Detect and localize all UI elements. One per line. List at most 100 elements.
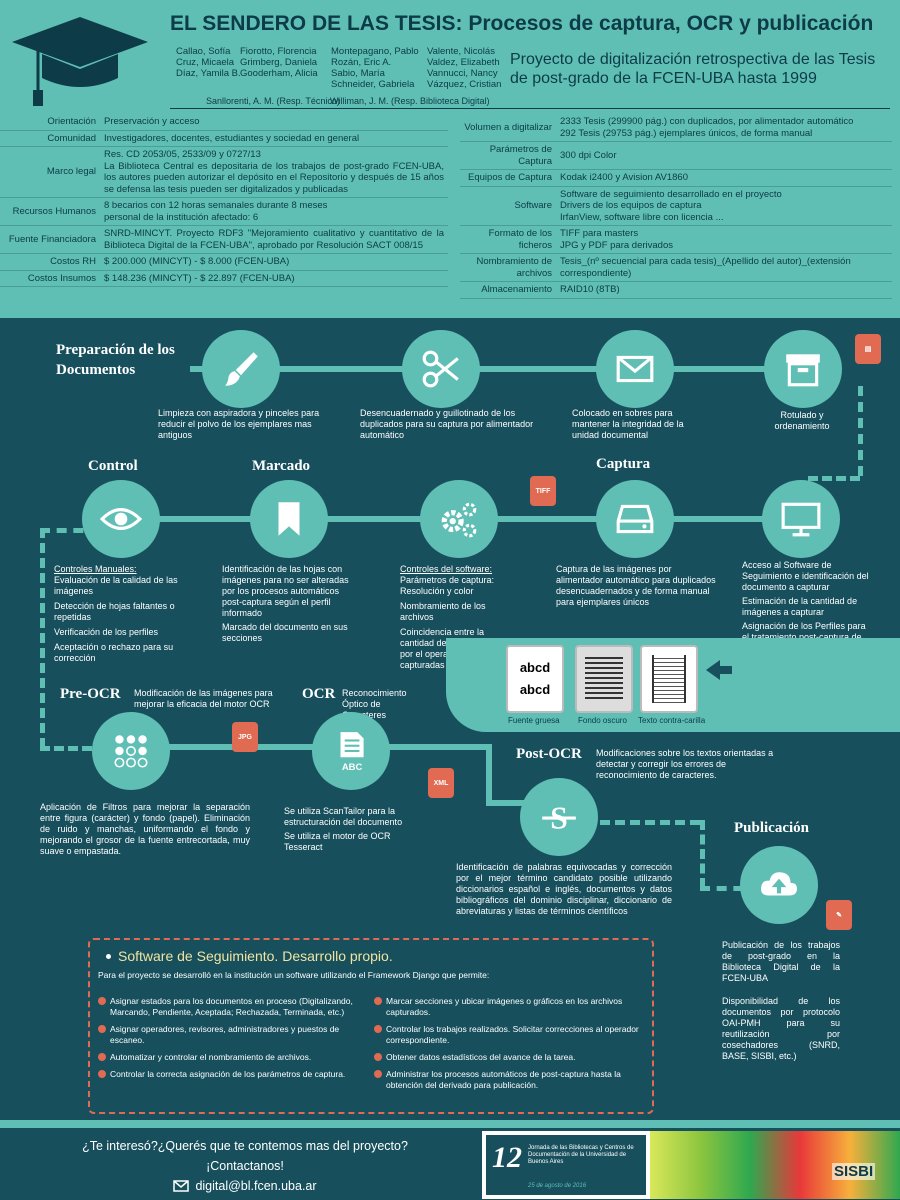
jpg-file-icon: JPG: [232, 722, 258, 752]
document-abc-step: ABC: [312, 712, 390, 790]
gears-step: [420, 480, 498, 558]
sample-book-lines: [652, 655, 686, 703]
arrow-left-icon-bar: [718, 666, 732, 674]
contact-email[interactable]: digital@bl.fcen.uba.ar: [195, 1179, 317, 1193]
info-row: Marco legal Res. CD 2053/05, 2533/09 y 07…: [0, 147, 448, 198]
section-title-captura: Captura: [596, 456, 651, 472]
document-abc-icon: ABC: [340, 732, 364, 772]
info-value: Res. CD 2053/05, 2533/09 y 0727/13 La Bi…: [104, 149, 444, 195]
postocr-desc: Identificación de palabras equivocadas y…: [456, 862, 672, 916]
mail-icon: [173, 1180, 190, 1192]
section-title-publicacion: Publicación: [734, 820, 810, 836]
marcado-text-2: Marcado del documento en sus secciones: [222, 622, 348, 643]
hard-drive-icon: [616, 504, 654, 534]
archive-box-icon: [786, 354, 820, 387]
info-value: Kodak i2400 y Avision AV1860: [560, 172, 688, 183]
info-key: Software: [514, 200, 553, 211]
software-list-left: Asignar estados para los documentos en p…: [98, 996, 356, 1086]
dashed-connector-pub: [600, 820, 700, 825]
dashed-connector-right: [858, 386, 863, 476]
bullet-dot: [106, 954, 111, 959]
acceso-text-1: Acceso al Software de Seguimiento e iden…: [742, 560, 869, 592]
ocr-desc: Se utiliza ScanTailor para la estructura…: [284, 806, 414, 856]
eye-step: [82, 480, 160, 558]
book-badge-icon: ▤: [855, 334, 881, 364]
prep-step-2-text: Desencuadernado y guillotinado de los du…: [360, 408, 534, 440]
software-feature: Controlar los trabajos realizados. Solic…: [374, 1024, 646, 1046]
info-key: Comunidad: [47, 132, 96, 144]
dashed-connector-left-bottom: [40, 746, 120, 751]
ocr-desc-1: Se utiliza ScanTailor para la estructura…: [284, 806, 403, 827]
footer-text: ¿Te interesó?¿Querés que te contemos mas…: [0, 1136, 490, 1196]
section-title-postocr: Post-OCR: [516, 746, 582, 762]
soft-control-heading: Controles del software:: [400, 564, 493, 574]
software-feature-text: Administrar los procesos automáticos de …: [386, 1069, 621, 1090]
header: EL SENDERO DE LAS TESIS: Procesos de cap…: [0, 0, 900, 112]
software-feature-text: Asignar estados para los documentos en p…: [110, 996, 353, 1017]
pdf-file-icon: ✎: [826, 900, 852, 930]
info-value: $ 200.000 (MINCYT) - $ 8.000 (FCEN-UBA): [104, 256, 290, 267]
software-feature: Automatizar y controlar el nombramiento …: [98, 1052, 356, 1063]
section-title-control: Control: [88, 458, 138, 474]
software-feature-text: Asignar operadores, revisores, administr…: [110, 1024, 340, 1045]
dots-grid-icon: [114, 735, 148, 768]
pub-desc-1: Publicación de los trabajos de post-grad…: [722, 940, 840, 983]
sample-dark-lines: [585, 657, 623, 701]
footer-question: ¿Te interesó?¿Querés que te contemos mas…: [82, 1139, 408, 1153]
svg-text:ABC: ABC: [342, 762, 363, 772]
cloud-upload-step: [740, 846, 818, 924]
check-icon: [98, 1053, 106, 1061]
ocr-desc-2: Se utiliza el motor de OCR Tesseract: [284, 831, 391, 852]
authors-col-4: Valente, Nicolás Valdez, Elizabeth Vannu…: [427, 46, 502, 90]
prep-step-1-text: Limpieza con aspiradora y pinceles para …: [158, 408, 320, 440]
arrow-left-icon: [706, 660, 720, 680]
pub-desc: Publicación de los trabajos de post-grad…: [722, 940, 840, 1065]
check-icon: [98, 1070, 106, 1078]
control-text: Controles Manuales: Evaluación de la cal…: [54, 564, 204, 668]
strikethrough-step: S: [520, 778, 598, 856]
sample-caption-2: Fondo oscuro: [578, 716, 627, 725]
marcado-text-1: Identificación de las hojas con imágenes…: [222, 564, 349, 618]
info-row: Costos RH $ 200.000 (MINCYT) - $ 8.000 (F…: [0, 254, 448, 271]
software-box: [88, 938, 654, 1114]
info-key: Orientación: [47, 116, 96, 127]
page-title: EL SENDERO DE LAS TESIS: Procesos de cap…: [170, 12, 874, 35]
info-key: Volumen a digitalizar: [464, 121, 552, 133]
info-row: Costos Insumos$ 148.236 (MINCYT) - $ 22.…: [0, 271, 448, 287]
sample-caption-1: Fuente gruesa: [508, 716, 560, 725]
scissors-step: [402, 330, 480, 408]
info-value: 8 becarios con 12 horas semanales durant…: [104, 200, 328, 223]
cloud-upload-icon: [761, 872, 797, 896]
software-feature: Obtener datos estadísticos del avance de…: [374, 1052, 646, 1063]
software-feature: Administrar los procesos automáticos de …: [374, 1069, 646, 1091]
software-feature-text: Obtener datos estadísticos del avance de…: [386, 1052, 576, 1062]
eye-icon: [100, 507, 142, 531]
subtitle: Proyecto de digitalización retrospectiva…: [510, 51, 876, 87]
software-feature-text: Marcar secciones y ubicar imágenes o grá…: [386, 996, 623, 1017]
section-title-preparacion: Preparación de los Documentos: [56, 342, 175, 378]
sample-fondo-oscuro: [575, 645, 633, 713]
info-key: Marco legal: [46, 166, 96, 178]
control-item: Parámetros de captura: Resolución y colo…: [400, 575, 495, 596]
bookmark-step: [250, 480, 328, 558]
brush-icon: [225, 352, 258, 386]
info-key: Costos RH: [50, 256, 96, 267]
scanner-step: [596, 480, 674, 558]
info-value: 300 dpi Color: [560, 149, 617, 161]
jornada-numeral: 12: [492, 1141, 522, 1174]
acceso-text-2: Estimación de la cantidad de imágenes a …: [742, 596, 858, 617]
software-list-right: Marcar secciones y ubicar imágenes o grá…: [374, 996, 646, 1097]
software-feature-text: Controlar la correcta asignación de los …: [110, 1069, 346, 1079]
dashed-connector-left: [40, 528, 45, 748]
dashed-connector-pub-end: [700, 886, 760, 891]
brush-step: [202, 330, 280, 408]
info-value: SNRD-MINCYT. Proyecto RDF3 "Mejoramiento…: [104, 228, 444, 251]
check-icon: [374, 1070, 382, 1078]
info-value: Software de seguimiento desarrollado en …: [560, 188, 782, 223]
